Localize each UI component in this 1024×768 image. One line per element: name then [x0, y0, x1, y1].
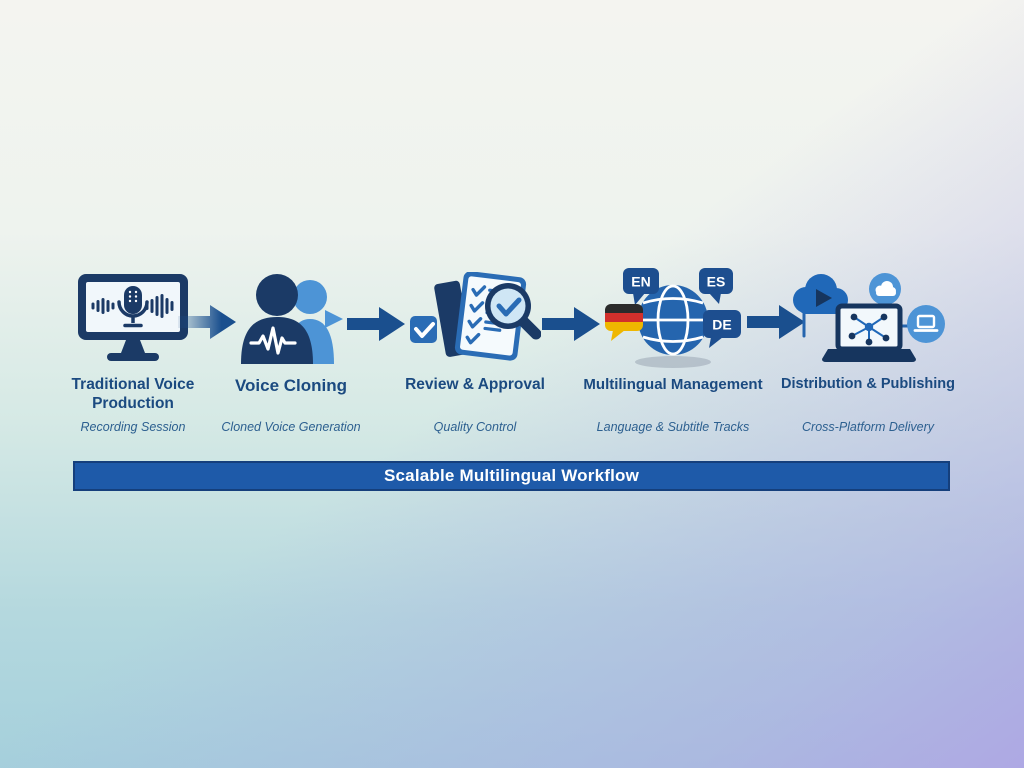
globe-shadow [635, 356, 711, 368]
checkbox-icon [410, 316, 437, 343]
globe-icon: EN ES DE [605, 268, 741, 368]
stage-title: Voice Cloning [234, 376, 348, 395]
device-circle-icon [907, 305, 945, 343]
stage-title: Multilingual Management [583, 376, 763, 393]
distribution-icon [793, 273, 945, 362]
person-clone-waveform-icon [196, 268, 386, 370]
waveform-right [145, 294, 174, 318]
checklist-icon [410, 272, 541, 361]
clone-arrow-icon [325, 310, 343, 328]
waveform-left [91, 298, 115, 314]
stage-review-approval: Review & Approval Quality Control [380, 268, 570, 434]
german-flag-bubble-icon [605, 304, 643, 341]
stage-subtitle: Cross-Platform Delivery [802, 420, 934, 434]
play-icon [816, 289, 832, 307]
stage-title: Review & Approval [405, 376, 545, 393]
stage-subtitle: Language & Subtitle Tracks [596, 420, 750, 434]
stage-distribution-publishing: Distribution & Publishing Cross-Platform… [773, 268, 963, 434]
flow-arrow-icon [178, 302, 236, 342]
stage-subtitle: Cloned Voice Generation [221, 420, 361, 434]
language-bubble-en: EN [623, 268, 659, 305]
flow-arrow-icon [542, 304, 600, 344]
stage-subtitle: Quality Control [433, 420, 517, 434]
badge-en: EN [631, 274, 650, 290]
stage-title: Distribution & Publishing [781, 376, 955, 392]
cloud-circle-icon [869, 273, 901, 305]
monitor-microphone-waveform-icon [38, 268, 228, 370]
globe-language-bubbles-icon: EN ES DE [578, 268, 768, 370]
banner-label: Scalable Multilingual Workflow [383, 466, 640, 485]
language-bubble-es: ES [699, 268, 733, 304]
flow-arrow-icon [347, 304, 405, 344]
voice-waveform [249, 326, 297, 355]
flow-arrow-icon [747, 302, 805, 342]
badge-es: ES [707, 274, 726, 290]
laptop-network-icon [822, 303, 916, 362]
cloud-devices-network-icon [773, 268, 963, 370]
stage-voice-cloning: Voice Cloning Cloned Voice Generation [196, 268, 386, 434]
stage-subtitle: Recording Session [80, 420, 186, 434]
workflow-banner: Scalable Multilingual Workflow [73, 461, 950, 491]
language-bubble-de: DE [703, 310, 741, 348]
microphone-icon [124, 286, 142, 314]
stage-multilingual-management: EN ES DE [578, 268, 768, 434]
monitor-icon [78, 274, 188, 361]
stage-traditional-voice-production: Traditional Voice Production Recording S… [38, 268, 228, 434]
clone-people-icon [241, 274, 343, 364]
checklist-magnifier-icon [380, 268, 570, 370]
stage-title: Traditional Voice Production [71, 376, 195, 412]
badge-de: DE [712, 317, 731, 333]
